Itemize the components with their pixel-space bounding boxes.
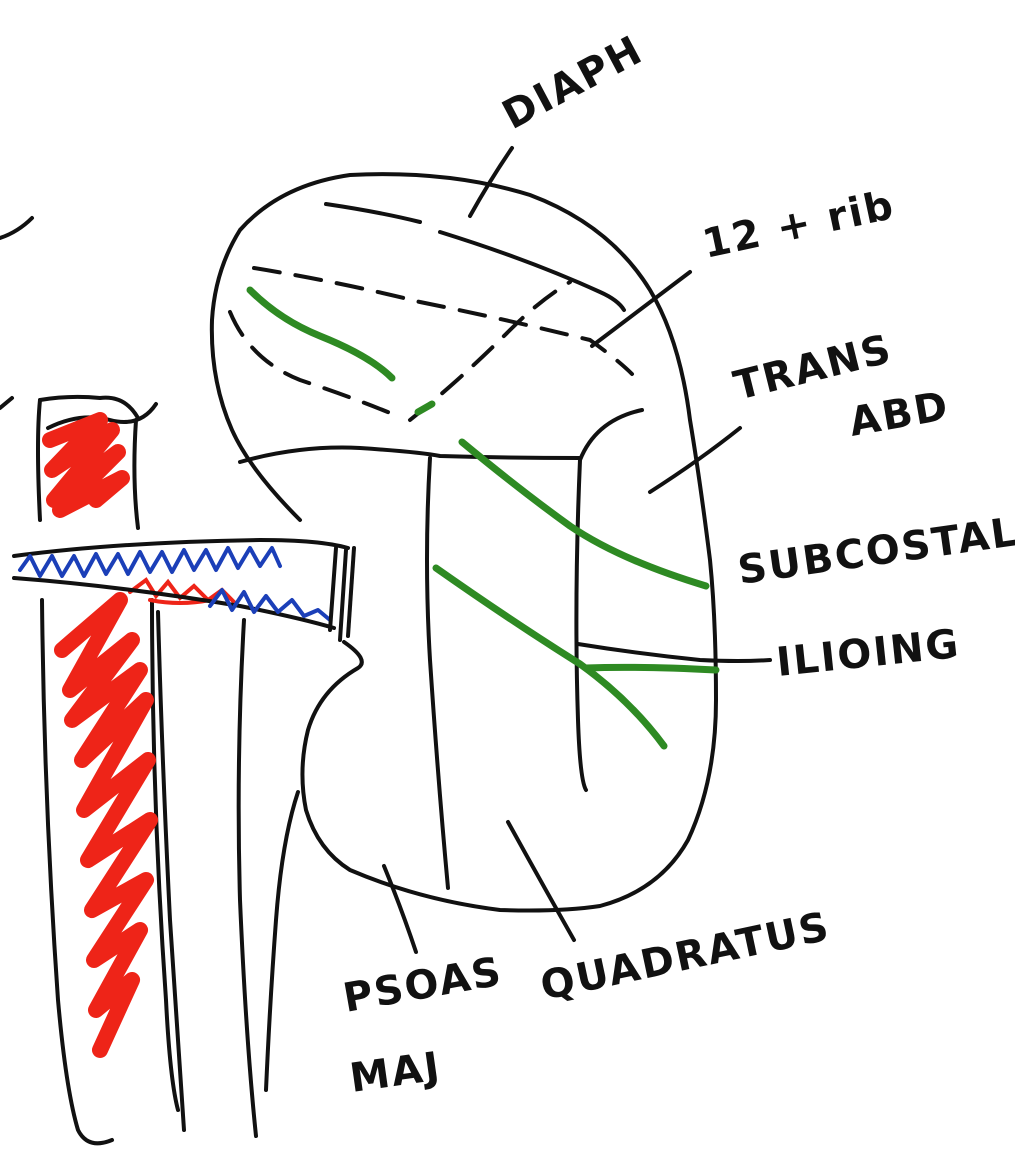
label-diaphragm: DIAPH bbox=[495, 27, 651, 139]
iliohypogastric-nerve bbox=[436, 568, 664, 746]
subcostal-nerve-dot bbox=[418, 404, 432, 412]
label-transversus-line2: ABD bbox=[846, 383, 953, 446]
aorta bbox=[38, 397, 178, 1143]
label-ilioinguinal: ILIOING bbox=[774, 621, 962, 686]
label-psoas-line1: PSOAS bbox=[340, 949, 506, 1022]
hilum-bracket-1 bbox=[330, 548, 336, 630]
psoas-quadratus-divider bbox=[427, 458, 448, 888]
renal-vein bbox=[14, 540, 354, 640]
twelfth-rib-upper-dashed bbox=[254, 268, 632, 374]
aorta-upper-scribble bbox=[50, 420, 122, 510]
label-subcostal: SUBCOSTAL bbox=[735, 509, 1015, 594]
quadratus-boundary-top bbox=[240, 448, 580, 462]
pointer-quadratus bbox=[508, 822, 574, 940]
pointer-psoas bbox=[384, 866, 416, 952]
aorta-lower-scribble bbox=[62, 600, 150, 1050]
label-twelfth-rib: 12 + rib bbox=[699, 182, 899, 268]
label-psoas-line2: MAJ bbox=[347, 1044, 444, 1102]
diaphragm-line bbox=[326, 204, 420, 222]
diaphragm-line-cont bbox=[440, 232, 624, 310]
psoas-line-inner bbox=[239, 620, 256, 1136]
hilum-bracket-2 bbox=[340, 550, 346, 640]
transversus-edge bbox=[580, 410, 642, 460]
pointer-ilioinguinal bbox=[578, 644, 770, 661]
ilioinguinal-nerve bbox=[586, 667, 716, 670]
edge-stroke-top bbox=[0, 218, 32, 238]
aorta-top bbox=[40, 397, 138, 418]
rib-diagonal-dashed bbox=[410, 282, 570, 420]
pointer-transversus bbox=[650, 428, 740, 492]
pointer-rib bbox=[592, 272, 690, 346]
label-quadratus: QUADRATUS bbox=[537, 904, 835, 1010]
hilum-bracket-3 bbox=[348, 548, 354, 636]
psoas-line-right bbox=[266, 792, 298, 1090]
subcostal-nerve bbox=[462, 442, 706, 586]
quadratus-transversus-divider bbox=[576, 460, 586, 790]
edge-stroke-mid bbox=[0, 398, 12, 408]
